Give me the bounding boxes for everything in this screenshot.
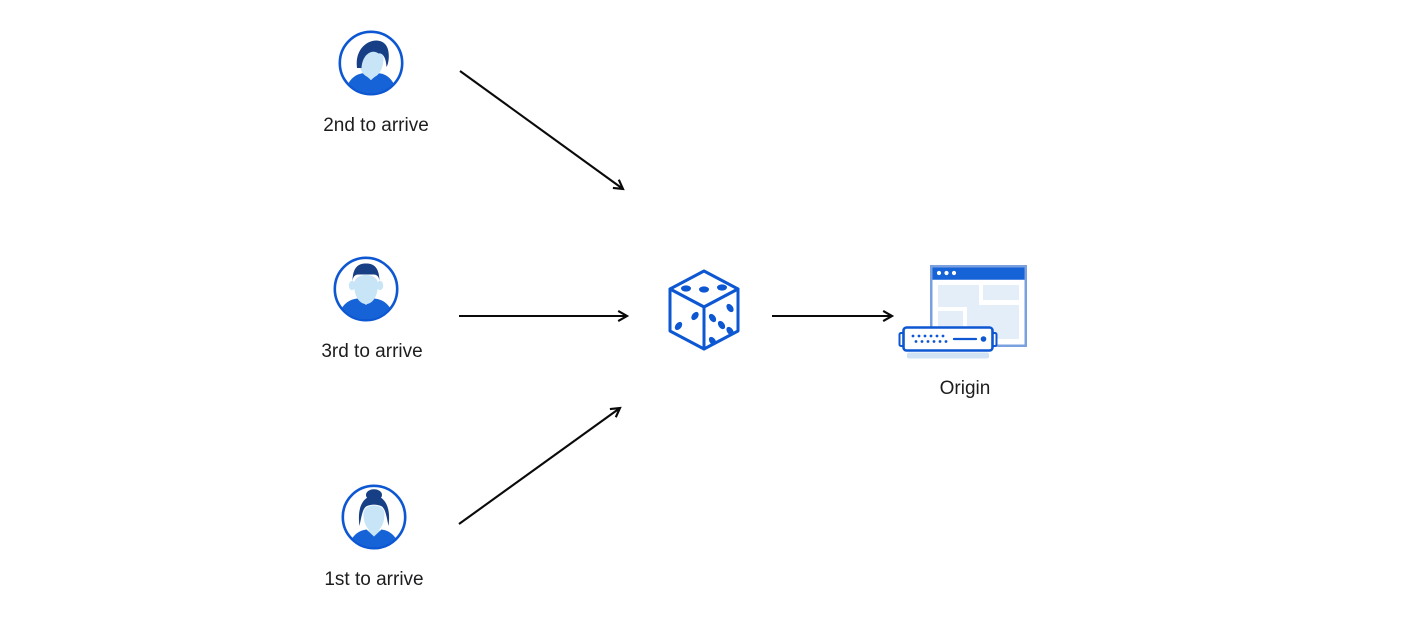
user-label-1st: 1st to arrive [324, 569, 424, 590]
user-node-3rd [332, 255, 400, 323]
dice-node [666, 268, 742, 354]
female-avatar-bun-hair-icon [341, 484, 407, 550]
user-node-2nd [337, 29, 405, 97]
origin-server [898, 326, 998, 362]
user-node-1st [340, 483, 408, 551]
server-icon [898, 326, 998, 359]
male-avatar-flat-hair-icon [333, 256, 399, 322]
origin-label: Origin [939, 378, 991, 399]
user-label-3rd: 3rd to arrive [321, 341, 423, 362]
arrow-user2-to-dice [459, 70, 625, 191]
user-label-2nd: 2nd to arrive [323, 115, 429, 136]
origin-browser-window [930, 265, 1027, 347]
dice-icon [668, 269, 740, 351]
browser-window-icon [930, 265, 1027, 347]
male-avatar-swept-hair-icon [338, 30, 404, 96]
arrow-user1-to-dice [458, 406, 622, 525]
